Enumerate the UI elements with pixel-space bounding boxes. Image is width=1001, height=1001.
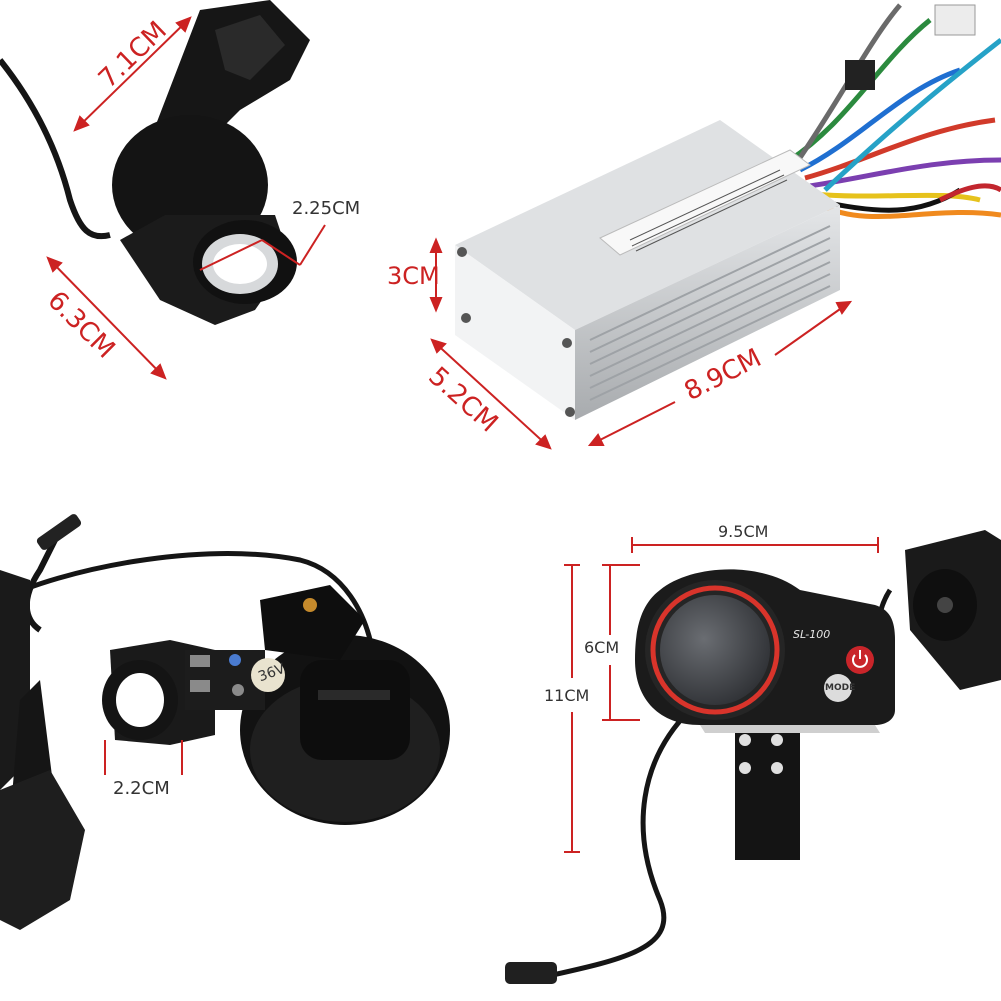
display-dimension-lines — [564, 537, 879, 853]
power-icon — [852, 654, 868, 668]
mode-button-label: MODE — [825, 683, 856, 693]
brake-cable — [0, 551, 378, 671]
display-ring — [650, 585, 780, 715]
connector — [505, 962, 557, 984]
controller-dimension-arrows — [429, 237, 853, 450]
lcd-screen — [660, 595, 770, 705]
controller-end — [455, 245, 575, 420]
mode-button — [824, 674, 852, 702]
brake-dimension-arrows — [104, 740, 183, 775]
display-screen-label: 6CM — [584, 638, 620, 657]
throttle-cable — [0, 58, 111, 240]
connector — [845, 60, 875, 90]
controller-side — [575, 205, 840, 420]
throttle-dimension-arrows — [46, 16, 192, 380]
display-model-text: SL-100 — [793, 628, 831, 641]
power-button — [846, 646, 874, 674]
wire-harness — [788, 3, 1001, 220]
throttle-bore-label: 2.25CM — [292, 198, 361, 219]
connector — [934, 4, 976, 36]
display-mount — [735, 720, 800, 860]
display-height-label: 11CM — [544, 686, 590, 705]
display-cable — [529, 708, 692, 983]
motor-controller — [455, 3, 1001, 420]
lcd-display — [505, 530, 1001, 984]
brake-clamp-label: 2.2CM — [113, 778, 170, 799]
controller-label — [599, 149, 811, 256]
controller-height-label: 3CM — [387, 262, 440, 290]
thumb-throttle — [0, 0, 326, 325]
brake-assembly — [0, 514, 450, 930]
display-width-label: 9.5CM — [718, 522, 769, 541]
connector — [36, 514, 82, 550]
voltage-plate — [251, 658, 285, 692]
